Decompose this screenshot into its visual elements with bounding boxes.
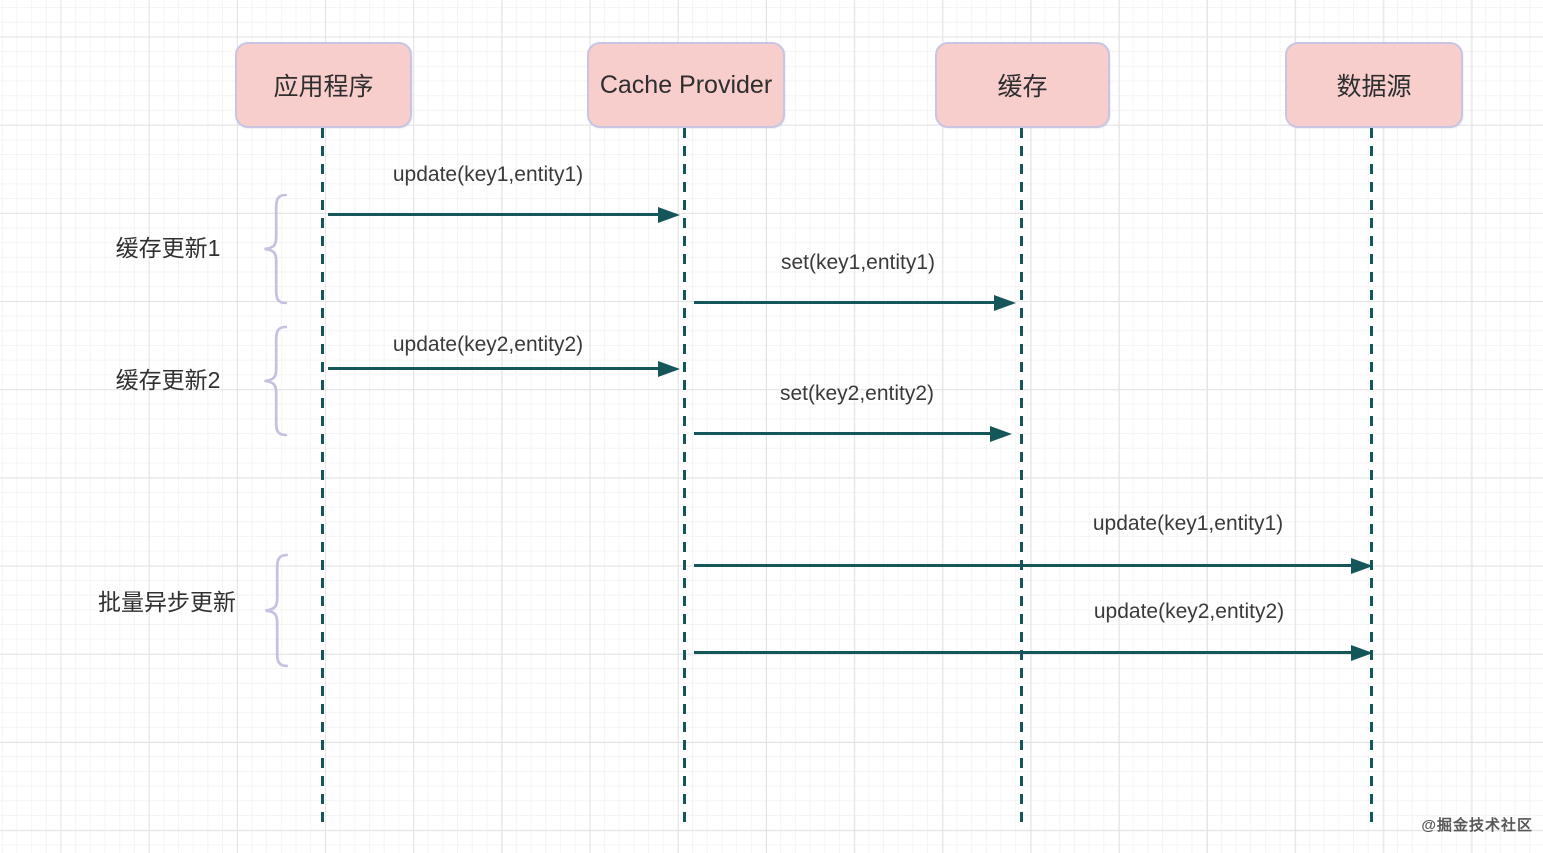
message-label-update-key1-app: update(key1,entity1) — [392, 163, 584, 186]
actor-box-application: 应用程序 — [235, 42, 412, 128]
group-label-batch-async-update: 批量异步更新 — [98, 589, 236, 615]
message-arrow-update-key2-app — [328, 367, 658, 370]
watermark-juejin: @掘金技术社区 — [1421, 817, 1533, 834]
message-arrow-update-key1-app — [328, 213, 658, 216]
lifeline-data-source — [1370, 128, 1373, 828]
group-label-cache-update-2: 缓存更新2 — [115, 367, 221, 393]
actor-box-data-source: 数据源 — [1285, 42, 1463, 128]
message-arrow-set-key1 — [694, 301, 994, 304]
lifeline-application — [321, 128, 324, 828]
brace-icon-group-2 — [264, 325, 288, 437]
message-label-update-key1-datasource: update(key1,entity1) — [1092, 512, 1284, 535]
actor-box-cache-provider: Cache Provider — [587, 42, 785, 128]
group-label-cache-update-1: 缓存更新1 — [115, 235, 221, 261]
message-arrow-update-key2-datasource — [694, 651, 1351, 654]
actor-label-application: 应用程序 — [273, 73, 374, 101]
actor-label-cache: 缓存 — [997, 73, 1048, 101]
brace-icon-group-1 — [264, 193, 288, 305]
message-label-update-key2-app: update(key2,entity2) — [392, 333, 584, 356]
message-arrow-update-key1-datasource — [694, 564, 1351, 567]
brace-icon-group-3 — [265, 553, 289, 668]
lifeline-cache-provider — [683, 128, 686, 828]
actor-label-cache-provider: Cache Provider — [599, 70, 773, 99]
message-label-set-key2: set(key2,entity2) — [779, 382, 935, 405]
message-label-update-key2-datasource: update(key2,entity2) — [1093, 600, 1285, 623]
message-arrow-set-key2 — [694, 432, 990, 435]
actor-label-data-source: 数据源 — [1336, 73, 1412, 101]
actor-box-cache: 缓存 — [935, 42, 1110, 128]
lifeline-cache — [1020, 128, 1023, 828]
message-label-set-key1: set(key1,entity1) — [780, 251, 936, 274]
